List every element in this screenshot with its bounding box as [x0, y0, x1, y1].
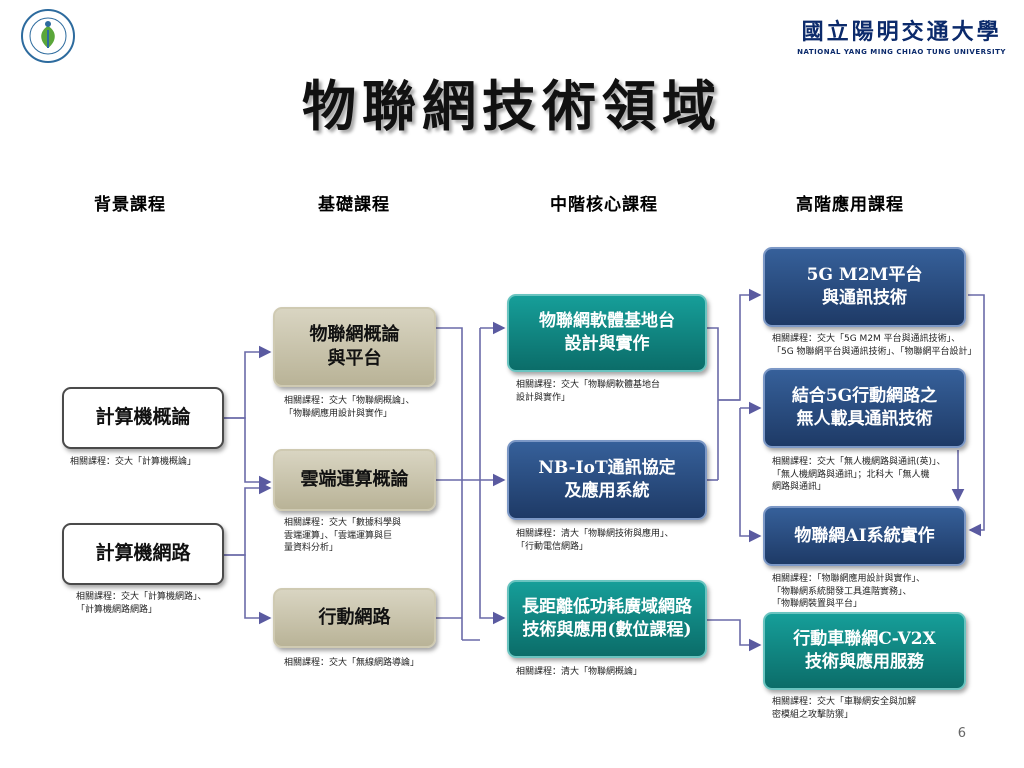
- page-title: 物聯網技術領域: [302, 74, 722, 138]
- column-header-background: 背景課程: [94, 195, 166, 215]
- course-iot-intro-platform-note: 相關課程：交大「物聯網概論」、 「物聯網應用設計與實作」: [284, 396, 415, 419]
- course-5g-uav-communication: 結合5G行動網路之 無人載具通訊技術: [763, 368, 966, 448]
- course-iot-ai-systems-note: 相關課程：「物聯網應用設計與實作」、 「物聯網系統開發工具進階實務」、 「物聯網…: [772, 574, 926, 610]
- course-cv2x-vehicle-networks-note: 相關課程：交大「車聯網安全與加解 密模組之攻擊防禦」: [772, 697, 917, 720]
- course-cv2x-vehicle-networks: 行動車聯網C-V2X 技術與應用服務: [763, 612, 966, 690]
- course-cloud-computing-note: 相關課程：交大「數據科學與 雲端運算」、「雲端運算與巨 量資料分析」: [284, 518, 402, 554]
- course-nbiot-protocol: NB-IoT通訊協定 及應用系統: [507, 440, 707, 520]
- course-lpwan-note: 相關課程：清大「物聯網概論」: [516, 667, 643, 677]
- course-computer-networks-note: 相關課程：交大「計算機網路」、 「計算機網路網路」: [76, 592, 207, 615]
- course-5g-m2m-platform: 5G M2M平台 與通訊技術: [763, 247, 966, 327]
- course-mobile-networks: 行動網路: [273, 588, 436, 648]
- course-intro-computer-science: 計算機概論: [62, 387, 224, 449]
- course-5g-m2m-platform-note: 相關課程：交大「5G M2M 平台與通訊技術」、 「5G 物聯網平台與通訊技術」…: [772, 334, 977, 357]
- column-header-foundation: 基礎課程: [318, 195, 390, 215]
- course-nbiot-protocol-note: 相關課程：清大「物聯網技術與應用」、 「行動電信網路」: [516, 529, 674, 552]
- column-header-advanced: 高階應用課程: [796, 195, 904, 215]
- course-iot-software-basestation: 物聯網軟體基地台 設計與實作: [507, 294, 707, 372]
- university-name-cn: 國立陽明交通大學: [801, 20, 1002, 45]
- course-mobile-networks-note: 相關課程：交大「無線網路導論」: [284, 658, 420, 668]
- course-intro-computer-science-note: 相關課程：交大「計算機概論」: [70, 457, 197, 467]
- course-iot-ai-systems: 物聯網AI系統實作: [763, 506, 966, 566]
- ministry-of-education-logo: [20, 8, 76, 64]
- course-iot-software-basestation-note: 相關課程：交大「物聯網軟體基地台 設計與實作」: [516, 380, 661, 403]
- course-computer-networks: 計算機網路: [62, 523, 224, 585]
- course-iot-intro-platform: 物聯網概論 與平台: [273, 307, 436, 387]
- course-5g-uav-communication-note: 相關課程：交大「無人機網路與通訊(英)」、 「無人機網路與通訊」；北科大「無人機…: [772, 457, 946, 493]
- nycu-logo: 國立陽明交通大學 NATIONAL YANG MING CHIAO TUNG U…: [797, 14, 1006, 56]
- page-number: 6: [957, 726, 966, 741]
- column-header-intermediate: 中階核心課程: [550, 195, 658, 215]
- course-lpwan: 長距離低功耗廣域網路 技術與應用(數位課程): [507, 580, 707, 658]
- university-name-en: NATIONAL YANG MING CHIAO TUNG UNIVERSITY: [797, 48, 1006, 56]
- course-cloud-computing: 雲端運算概論: [273, 449, 436, 511]
